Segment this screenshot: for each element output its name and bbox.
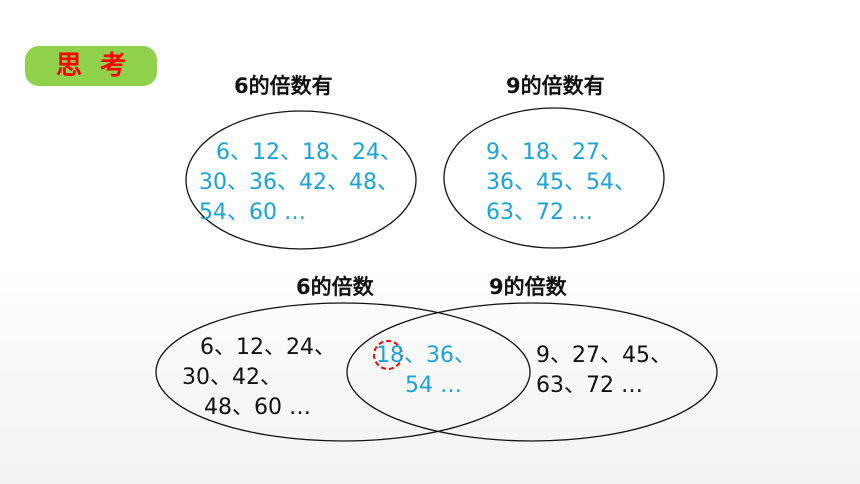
venn-6-ellipse (155, 302, 531, 442)
six-line-2: 30、36、42、48、 (199, 170, 399, 195)
nine-only-line-2: 63、72 … (536, 373, 643, 398)
nine-line-1: 9、18、27、 (486, 140, 622, 165)
venn-6-title: 6的倍数 (296, 275, 374, 299)
multiples-of-6-ellipse (185, 110, 417, 250)
six-only-line-2: 30、42、 (182, 365, 282, 390)
think-badge: 思考 (25, 46, 157, 86)
venn-9-ellipse (346, 302, 718, 442)
venn-9-title: 9的倍数 (489, 275, 567, 299)
nine-line-2: 36、45、54、 (486, 170, 636, 195)
multiples-of-9-ellipse (443, 107, 665, 249)
six-only-line-1: 6、12、24、 (200, 335, 336, 360)
common-line-2: 54 … (405, 373, 462, 398)
six-line-1: 6、12、18、24、 (216, 140, 402, 165)
multiples-of-6-title: 6的倍数有 (234, 74, 333, 98)
six-line-3: 54、60 … (199, 200, 306, 225)
highlight-circle (373, 340, 403, 370)
common-line-1: 18、36、 (376, 343, 476, 368)
nine-only-line-1: 9、27、45、 (536, 343, 672, 368)
multiples-of-9-title: 9的倍数有 (506, 74, 605, 98)
six-only-line-3: 48、60 … (204, 395, 311, 420)
nine-line-3: 63、72 … (486, 200, 593, 225)
